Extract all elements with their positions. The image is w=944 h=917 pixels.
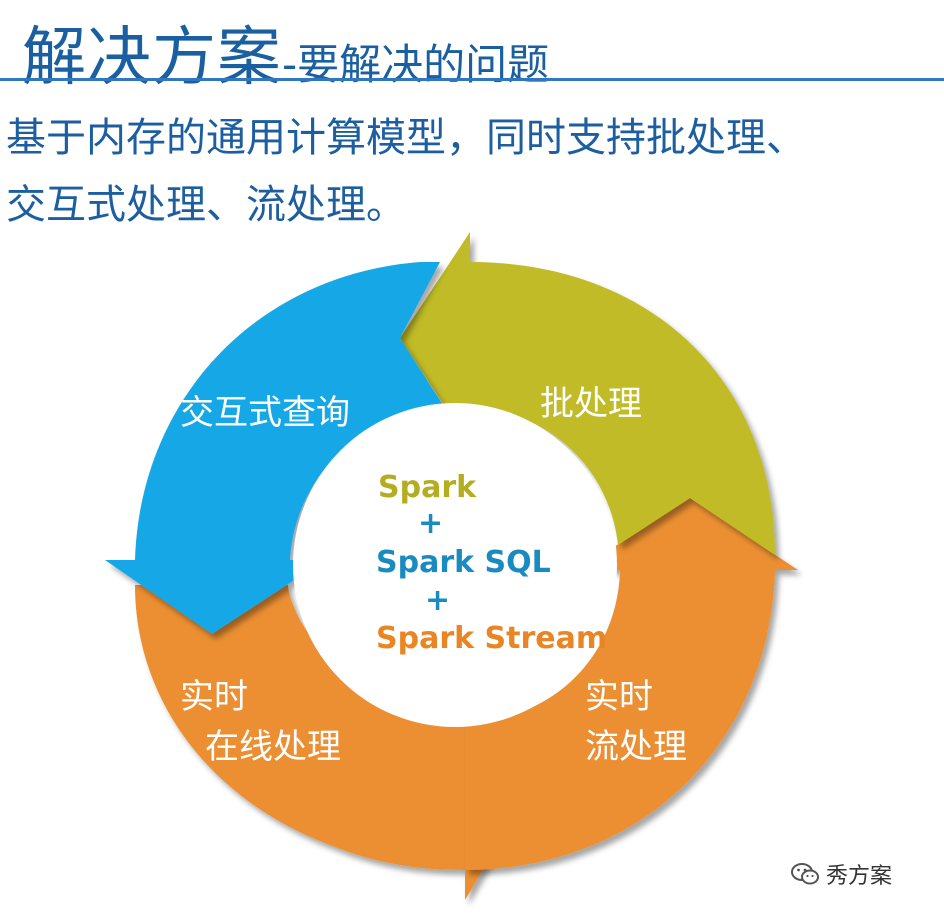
label-batch: 批处理 — [540, 384, 642, 424]
watermark-text: 秀方案 — [826, 864, 893, 889]
intro-line-1: 基于内存的通用计算模型，同时支持批处理、 — [6, 115, 806, 161]
segment-interactive-query — [105, 262, 445, 634]
segment-batch — [400, 232, 775, 555]
center-plus-2: + — [425, 583, 450, 618]
label-realtime-online-2: 在线处理 — [205, 727, 341, 767]
label-realtime-stream-2: 流处理 — [585, 727, 687, 767]
center-circle — [293, 403, 617, 727]
center-spark-stream: Spark Stream — [376, 621, 607, 656]
center-spark: Spark — [378, 470, 477, 505]
segment-realtime-stream — [465, 498, 798, 870]
page-title: 解决方案-要解决的问题 — [22, 6, 549, 98]
title-underline — [0, 78, 944, 81]
label-realtime-online-1: 实时 — [180, 677, 248, 717]
center-plus-1: + — [418, 506, 443, 541]
wechat-icon — [790, 862, 820, 886]
intro-line-2: 交互式处理、流处理。 — [6, 182, 406, 228]
label-interactive-query: 交互式查询 — [180, 393, 350, 433]
title-main: 解决方案 — [22, 21, 282, 95]
segment-realtime-online — [135, 585, 525, 900]
watermark: 秀方案 — [790, 858, 892, 890]
center-spark-sql: Spark SQL — [376, 545, 551, 580]
label-realtime-stream-1: 实时 — [585, 677, 653, 717]
